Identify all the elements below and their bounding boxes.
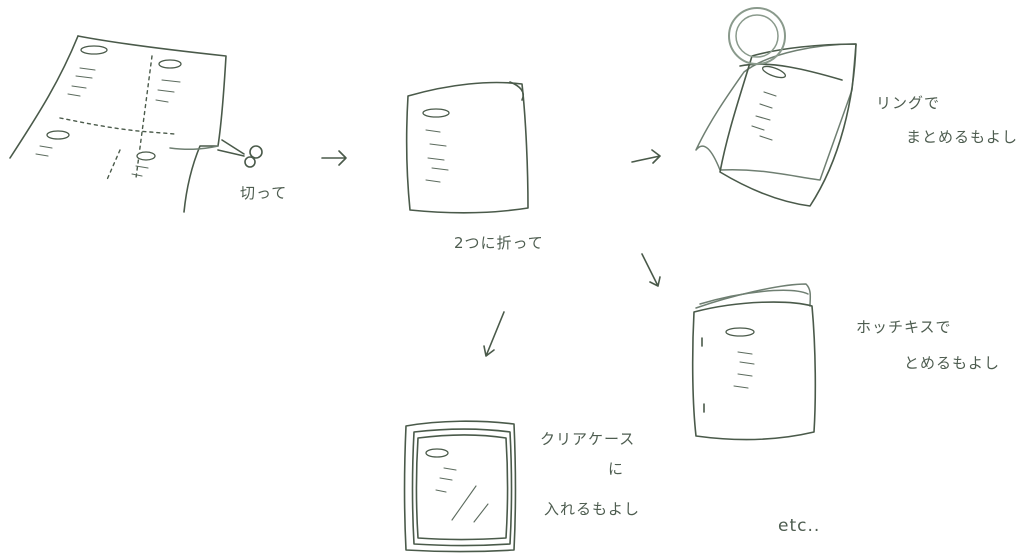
- unfolded-sheet: [9, 35, 227, 213]
- fold-label: 2つに折って: [454, 234, 544, 252]
- etc-label: etc..: [778, 516, 821, 536]
- ring-icon: [728, 7, 786, 65]
- folded-booklet: [405, 81, 529, 214]
- arrow-icon: [631, 149, 661, 164]
- ring-label-line1: リングで: [876, 94, 941, 112]
- cut-label: 切って: [240, 184, 288, 202]
- arrow-icon: [641, 253, 661, 287]
- arrow-icon: [483, 311, 505, 357]
- stapled-booklet: [691, 283, 817, 441]
- clear-case: [403, 420, 517, 553]
- ring-bound-booklet: [695, 43, 857, 207]
- ring-label-line2: まとめるもよし: [906, 128, 1019, 146]
- clearcase-label-line2: に: [608, 460, 625, 478]
- clearcase-label-line3: 入れるもよし: [544, 500, 641, 518]
- stapler-label-line2: とめるもよし: [904, 354, 1001, 372]
- scissors-icon: [217, 139, 263, 168]
- arrow-icon: [321, 150, 347, 166]
- clearcase-label-line1: クリアケース: [540, 430, 636, 448]
- stapler-label-line1: ホッチキスで: [856, 318, 952, 336]
